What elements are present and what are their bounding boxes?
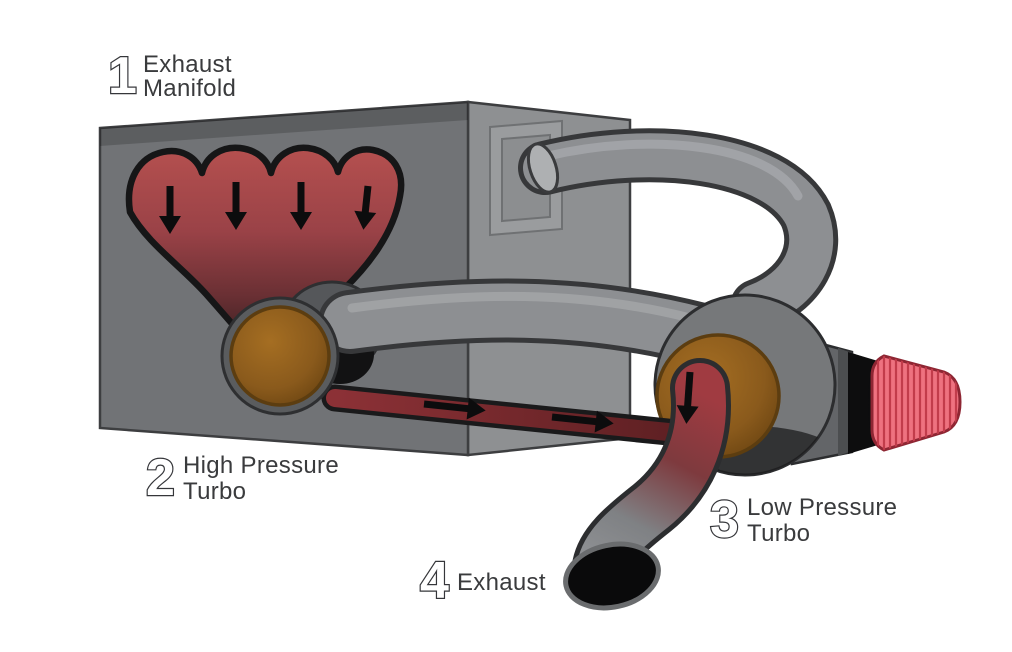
label-text-line: Turbo bbox=[747, 520, 810, 547]
high-pressure-turbo-shape bbox=[220, 296, 340, 416]
label-exhaust-manifold: 1 Exhaust Manifold bbox=[107, 46, 236, 106]
manifold-flow-arrow-down-icon bbox=[290, 182, 312, 230]
manifold-flow-arrow-down-icon bbox=[225, 182, 247, 230]
engine-block-top-shade bbox=[100, 102, 468, 146]
label-low-pressure-turbo: 3 Low Pressure Turbo bbox=[709, 490, 897, 550]
exhaust-outlet bbox=[563, 541, 661, 611]
label-number: 4 bbox=[420, 552, 449, 610]
flow-arrow-right-icon bbox=[551, 410, 614, 433]
label-text-line: Exhaust bbox=[457, 569, 546, 596]
label-text-line: High Pressure bbox=[183, 452, 339, 479]
air-filter-cone bbox=[870, 354, 962, 452]
flow-arrow-down-icon bbox=[676, 371, 699, 424]
hp-to-lp-exhaust-pipe bbox=[321, 384, 682, 446]
label-number: 3 bbox=[710, 491, 739, 549]
manifold-flow-arrow-down-icon bbox=[354, 185, 377, 230]
label-text-line: Exhaust bbox=[143, 51, 232, 78]
label-text-line: Manifold bbox=[143, 75, 236, 102]
label-number: 2 bbox=[146, 449, 175, 507]
pipe-end-cap bbox=[526, 142, 560, 194]
label-text-line: Turbo bbox=[183, 478, 246, 505]
label-high-pressure-turbo: 2 High Pressure Turbo bbox=[145, 448, 339, 508]
label-text-line: Low Pressure bbox=[747, 494, 897, 521]
label-exhaust: 4 Exhaust bbox=[419, 551, 546, 611]
label-number: 1 bbox=[108, 47, 137, 105]
manifold-flow-arrow-down-icon bbox=[159, 186, 181, 234]
middle-crossover-pipe bbox=[318, 278, 730, 366]
upper-crossover-pipe bbox=[518, 128, 839, 333]
flow-arrow-right-icon bbox=[423, 397, 486, 420]
hp-turbo-center-disc bbox=[229, 305, 331, 407]
exhaust-downpipe bbox=[563, 358, 731, 611]
